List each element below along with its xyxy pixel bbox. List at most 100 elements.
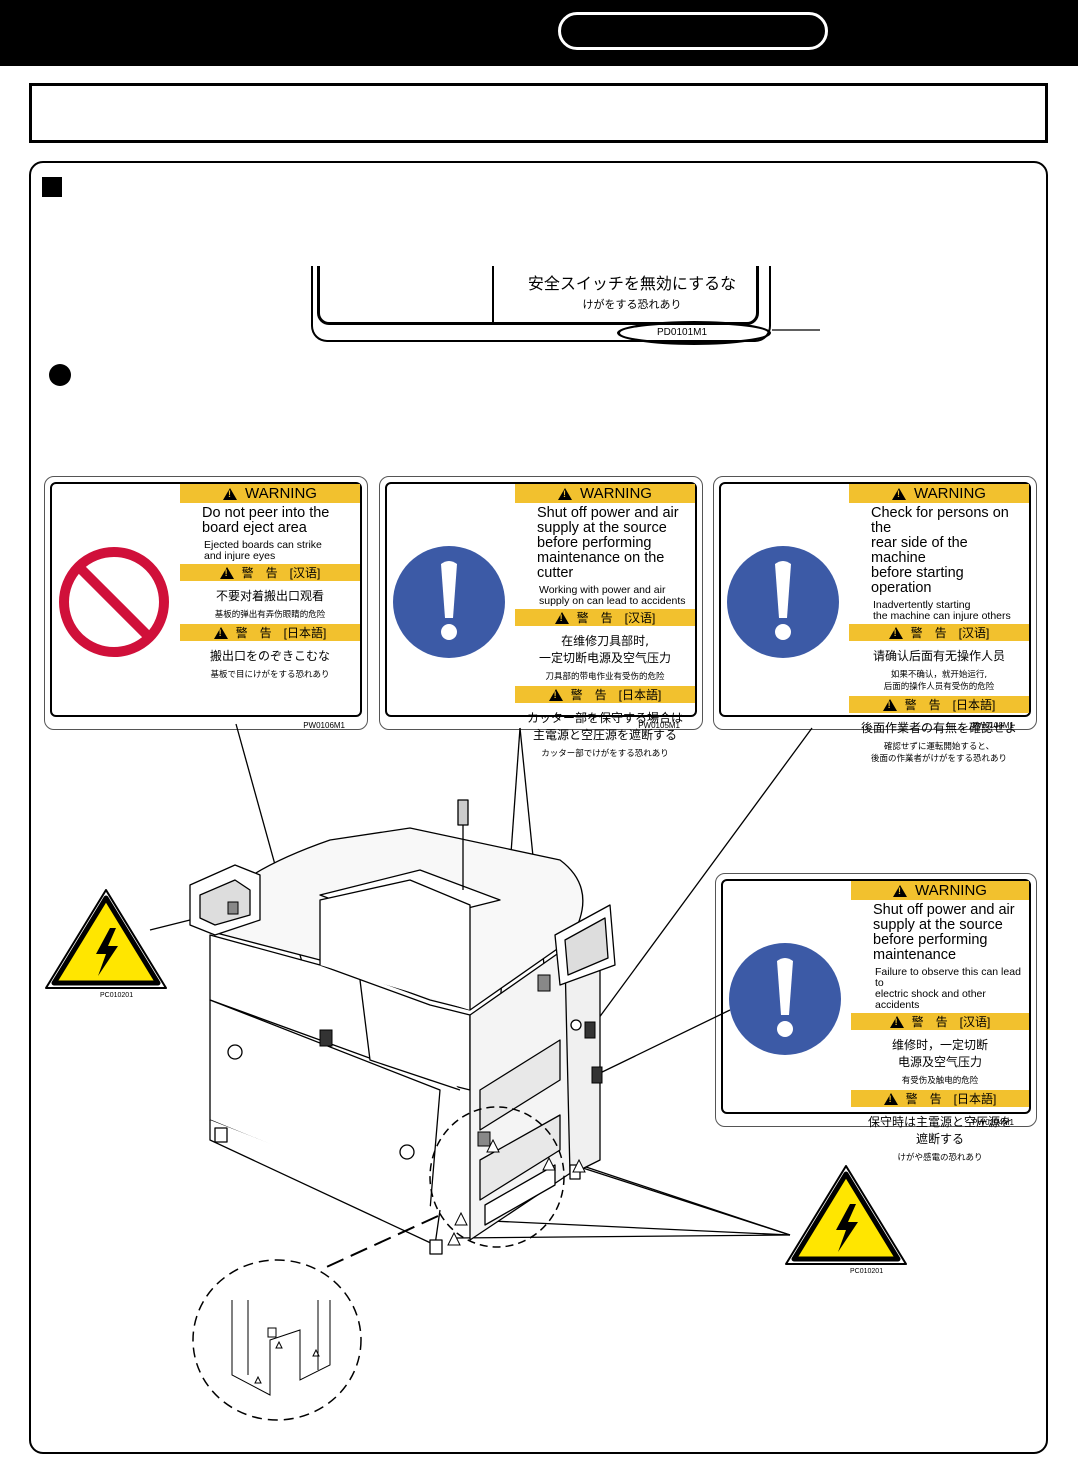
- sample-label-outer: [311, 266, 771, 342]
- ja-title-line: 保守時は主電源と空圧源を: [867, 1115, 1012, 1129]
- hv-label-right: PC010201: [780, 1160, 912, 1278]
- ja-title-line: 遮断する: [915, 1132, 964, 1146]
- label-code: PW0106M1: [303, 721, 345, 730]
- zh-title-line: 维修时，一定切断: [891, 1038, 988, 1052]
- label-code: PW0108M1: [972, 721, 1014, 730]
- hv-label-left: PC010201: [40, 884, 172, 1002]
- en-sub-line: Working with power and air: [539, 584, 666, 596]
- zh-title: 不要对着搬出口观看: [180, 581, 360, 604]
- warning-triangle-icon: [558, 487, 573, 500]
- detail-zoom-drawing: [231, 1300, 331, 1396]
- sample-label-text: 安全スイッチを無効にするな: [527, 274, 737, 293]
- en-title-line: before starting operation: [871, 565, 964, 596]
- en-title-line: Do not peer into the: [202, 505, 330, 521]
- section-square-bullet: [42, 177, 62, 197]
- ja-subtext: 基板で目にけがをする恐れあり: [180, 664, 360, 680]
- label-code: PW0105M1: [638, 721, 680, 730]
- en-sub-line: electric shock and other accidents: [875, 988, 986, 1011]
- ja-header: 警 告 [日本語]: [180, 624, 360, 641]
- sample-label-divider: [492, 266, 494, 322]
- zh-title: 在维修刀具部时, 一定切断电源及空气压力: [515, 626, 695, 666]
- warning-triangle-icon: [223, 487, 238, 500]
- ja-subtext: カッター部でけがをする恐れあり: [515, 743, 695, 759]
- ja-title: 搬出口をのぞきこむな: [180, 641, 360, 664]
- zh-sub-line: 如果不确认，就开始运行,: [890, 670, 988, 680]
- hv-label-code: PC010201: [100, 992, 134, 999]
- ja-subtext: けがや感電の恐れあり: [851, 1147, 1029, 1163]
- mandatory-action-icon: [393, 546, 505, 658]
- zh-subtext: 刀具部的带电作业有受伤的危险: [515, 666, 695, 682]
- detail-highlight-circle: [429, 1106, 565, 1248]
- warning-header: WARNING: [849, 484, 1029, 503]
- ja-title-line: 搬出口をのぞきこむな: [209, 649, 330, 663]
- en-title-line: supply at the source: [873, 917, 1003, 933]
- ja-title: 後面作業者の有無を確認せよ: [849, 713, 1029, 736]
- hv-markers: [447, 1138, 586, 1246]
- warning-header: WARNING: [515, 484, 695, 503]
- warning-triangle-icon: [893, 884, 908, 897]
- code-highlight-ellipse: [617, 321, 771, 345]
- sample-label: 安全スイッチを無効にするな けがをする恐れあり PD0101M1: [311, 266, 771, 345]
- zh-title: 请确认后面有无操作人员: [849, 641, 1029, 664]
- en-sub-line: Failure to observe this can lead to: [875, 966, 1021, 989]
- en-sub-line: supply on can lead to accidents: [539, 595, 686, 607]
- warning-triangle-icon: [548, 688, 563, 701]
- ja-title: 保守時は主電源と空圧源を遮断する: [851, 1107, 1029, 1147]
- high-voltage-icon: [785, 1165, 907, 1265]
- warning-triangle-icon: [882, 698, 897, 711]
- warning-triangle-icon: [888, 626, 903, 639]
- sample-label-inner: [317, 266, 759, 325]
- page-title-box: [29, 83, 1048, 143]
- zh-title: 维修时，一定切断电源及空气压力: [851, 1030, 1029, 1070]
- ja-title-line: 後面作業者の有無を確認せよ: [860, 721, 1017, 735]
- warning-triangle-icon: [892, 487, 907, 500]
- warning-triangle-icon: [213, 626, 228, 639]
- zh-subtext: 如果不确认，就开始运行, 后面的操作人员有受伤的危险: [849, 664, 1029, 692]
- warning-triangle-icon: [219, 566, 234, 579]
- ja-title-line: 主電源と空圧源を遮断する: [532, 728, 677, 742]
- zh-header: 警 告 [汉语]: [515, 609, 695, 626]
- zh-header: 警 告 [汉语]: [180, 564, 360, 581]
- content-frame: [29, 161, 1048, 1454]
- ja-sub-line: けがや感電の恐れあり: [897, 1153, 983, 1163]
- en-sub-line: the machine can injure others: [873, 610, 1011, 622]
- sample-label-subtext: けがをする恐れあり: [582, 298, 682, 311]
- zh-title-line: 一定切断电源及空气压力: [538, 651, 671, 665]
- zh-title-line: 在维修刀具部时,: [561, 634, 649, 648]
- zh-title-line: 请确认后面有无操作人员: [872, 649, 1005, 663]
- ja-sub-line: 後面の作業者がけがをする恐れあり: [870, 754, 1007, 764]
- en-title-line: maintenance: [873, 947, 957, 963]
- zh-header: 警 告 [汉语]: [851, 1013, 1029, 1030]
- zh-subtext: 基板的弹出有弄伤眼睛的危险: [180, 604, 360, 620]
- ja-subtext: 確認せずに運転開始すると、後面の作業者がけがをする恐れあり: [849, 736, 1029, 764]
- ja-sub-line: 確認せずに運転開始すると、: [883, 742, 995, 752]
- detail-zoom-circle: [192, 1259, 362, 1421]
- en-title-line: board eject area: [202, 520, 307, 536]
- zh-sub-line: 后面的操作人员有受伤的危险: [883, 682, 995, 692]
- en-sub-line: Inadvertently starting: [873, 599, 971, 611]
- zh-title-line: 不要对着搬出口观看: [215, 589, 324, 603]
- ja-title-line: カッター部を保守する場合は: [526, 711, 683, 725]
- ja-sub-line: 基板で目にけがをする恐れあり: [210, 670, 330, 680]
- ja-sub-line: カッター部でけがをする恐れあり: [541, 749, 669, 759]
- chapter-tab: [558, 12, 828, 50]
- machine-body: [189, 799, 616, 1255]
- zh-header: 警 告 [汉语]: [849, 624, 1029, 641]
- ja-header: 警 告 [日本語]: [515, 686, 695, 703]
- mandatory-action-icon: [727, 546, 839, 658]
